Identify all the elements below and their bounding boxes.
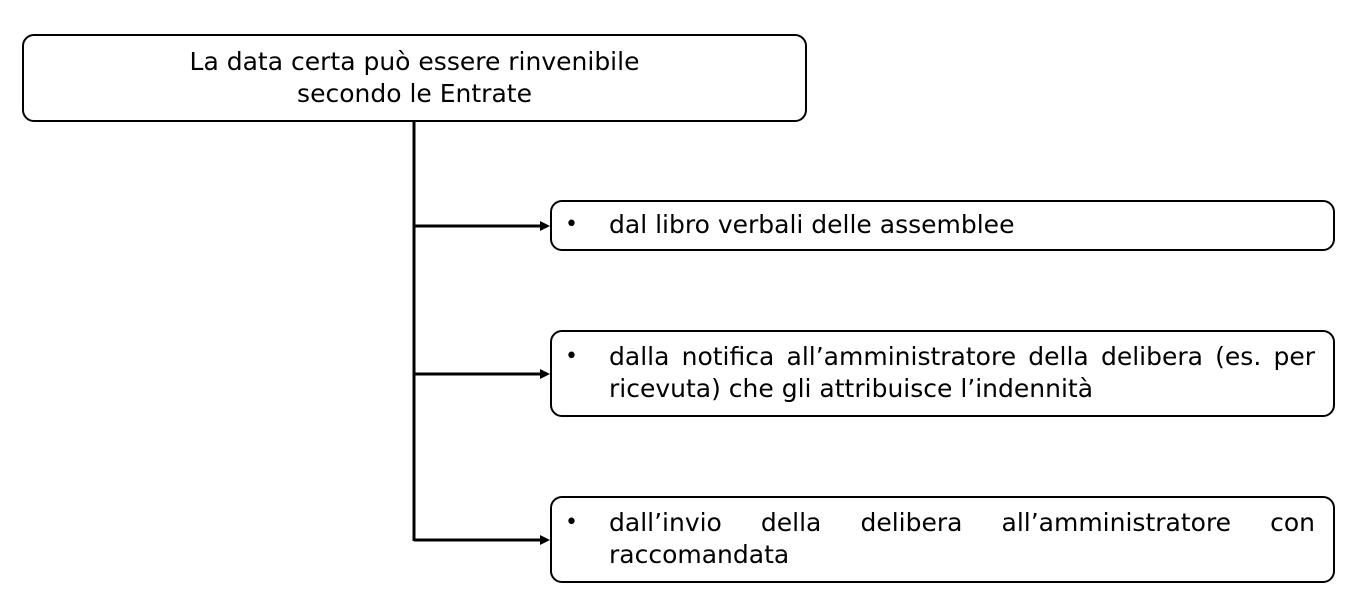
bullet-icon: •	[565, 212, 578, 237]
bullet-icon: •	[565, 510, 578, 535]
child-node-libro-verbali: • dal libro verbali delle assemblee	[550, 200, 1335, 251]
child-node-text: dal libro verbali delle assemblee	[609, 210, 1015, 239]
arrowhead-1	[540, 221, 550, 231]
child-node-text: dalla notifica all’amministratore della …	[609, 342, 1315, 403]
root-node-text: La data certa può essere rinvenibile sec…	[189, 47, 640, 108]
arrowhead-3	[540, 535, 550, 545]
child-node-notifica: • dalla notifica all’amministratore dell…	[550, 330, 1335, 417]
bullet-icon: •	[565, 344, 578, 369]
child-node-raccomandata: • dall’invio della delibera all’amminist…	[550, 496, 1335, 583]
child-node-text: dall’invio della delibera all’amministra…	[609, 508, 1315, 569]
arrowhead-2	[540, 369, 550, 379]
root-node: La data certa può essere rinvenibile sec…	[22, 34, 807, 122]
